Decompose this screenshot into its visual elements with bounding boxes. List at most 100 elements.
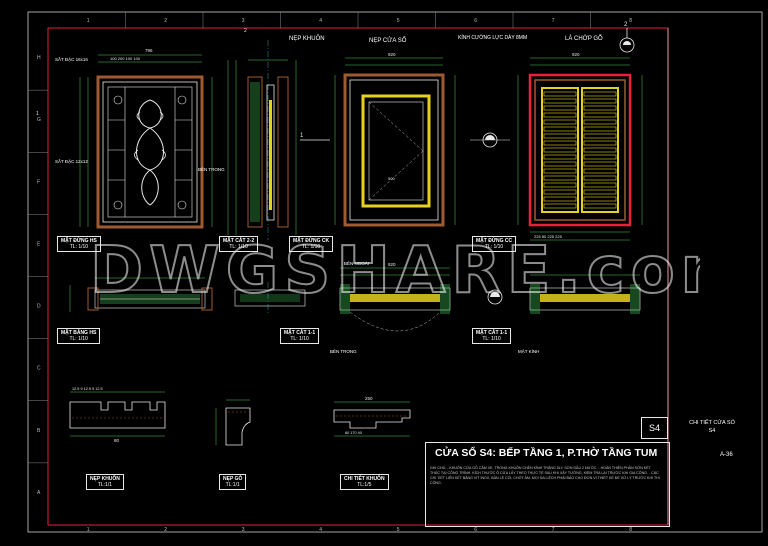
callout-sat-dac-b: SẮT ĐẶC 12x12 bbox=[55, 159, 88, 164]
side-title-line2: S4 bbox=[708, 427, 716, 434]
louver-slat bbox=[583, 133, 617, 139]
callout-nep-cua-so: NẸP CỬA SỔ bbox=[369, 38, 407, 44]
callout-la-chop: LÁ CHỚP GỖ bbox=[565, 36, 603, 42]
louver-slat bbox=[543, 175, 577, 181]
louver-slat bbox=[583, 140, 617, 146]
grid-number-top: 6 bbox=[474, 18, 477, 24]
sheet-number: A-36 bbox=[720, 452, 733, 458]
callout-ben-trong: BÊN TRONG bbox=[198, 167, 225, 172]
svg-text:225 80 225: 225 80 225 225 bbox=[534, 234, 563, 239]
louver-slat bbox=[543, 147, 577, 153]
louver-slat bbox=[583, 98, 617, 104]
louver-slat bbox=[543, 98, 577, 104]
louver-slat bbox=[543, 203, 577, 209]
louver-slat bbox=[543, 105, 577, 111]
grid-letter-left: E bbox=[37, 241, 41, 247]
plan-hs bbox=[69, 277, 213, 312]
grid-number-top: 2 bbox=[164, 18, 167, 24]
svg-text:2: 2 bbox=[244, 28, 247, 34]
callout-nep-khuon: NẸP KHUÔN bbox=[289, 36, 325, 42]
svg-text:920: 920 bbox=[388, 262, 396, 267]
louver-slat bbox=[583, 175, 617, 181]
elevation-cc: 920 225 80 225 225 2 bbox=[517, 22, 643, 241]
grid-letter-left: H bbox=[37, 55, 41, 61]
louver-slat bbox=[583, 91, 617, 97]
svg-text:920: 920 bbox=[388, 52, 396, 57]
grid-number-bottom: 8 bbox=[629, 527, 632, 533]
louver-slat bbox=[543, 112, 577, 118]
louver-slat bbox=[543, 168, 577, 174]
drawing-notes: GHI CHÚ: - KHUÔN CỬA GỖ CĂM XE, TRONG KH… bbox=[430, 466, 660, 485]
louver-slat bbox=[543, 154, 577, 160]
svg-text:250: 250 bbox=[365, 396, 373, 401]
louver-slat bbox=[583, 119, 617, 125]
grid-letter-left: G bbox=[37, 117, 41, 123]
louver-slat bbox=[583, 161, 617, 167]
plan-ck: 920 bbox=[339, 262, 451, 332]
callout-mat-kinh: MẶT KÍNH bbox=[518, 349, 540, 354]
grid-number-bottom: 3 bbox=[242, 527, 245, 533]
svg-text:920: 920 bbox=[572, 52, 580, 57]
louver-slat bbox=[583, 154, 617, 160]
louver-slat bbox=[583, 105, 617, 111]
grid-number-bottom: 6 bbox=[474, 527, 477, 533]
louver-slat bbox=[543, 133, 577, 139]
grid-number-bottom: 2 bbox=[164, 527, 167, 533]
grid-letter-left: A bbox=[37, 490, 41, 496]
callout-ben-ngoai: BÊN NGOÀI bbox=[344, 261, 370, 266]
grid-number-top: 3 bbox=[242, 18, 245, 24]
sheet-outer-border bbox=[27, 11, 763, 533]
svg-text:1: 1 bbox=[36, 111, 39, 117]
callout-sat-dac-a: SẮT ĐẶC 16x16 bbox=[55, 57, 88, 62]
detail-nep-khuon: 12.5 9 12.5 9 12.5 80 bbox=[69, 387, 166, 443]
grid-number-bottom: 7 bbox=[552, 527, 555, 533]
louver-slat bbox=[543, 182, 577, 188]
plan-section-2 bbox=[234, 282, 306, 315]
title-block bbox=[425, 442, 670, 527]
grid-number-bottom: 1 bbox=[87, 527, 90, 533]
grid-number-top: 7 bbox=[552, 18, 555, 24]
louver-slat bbox=[583, 112, 617, 118]
grid-number-top: 8 bbox=[629, 18, 632, 24]
callout-ben-trong-2: BÊN TRONG bbox=[330, 349, 357, 354]
louver-slat bbox=[583, 168, 617, 174]
grid-letter-left: C bbox=[37, 366, 41, 372]
side-title-line1: CHI TIẾT CỬA SỔ bbox=[689, 420, 735, 426]
louver-slat bbox=[543, 126, 577, 132]
plan-cc bbox=[487, 274, 641, 314]
louver-slat bbox=[583, 196, 617, 202]
grid-letter-left: B bbox=[37, 428, 41, 434]
svg-text:100 200 100 100: 100 200 100 100 bbox=[110, 56, 141, 61]
louver-slat bbox=[543, 161, 577, 167]
detail-nep-go bbox=[215, 399, 251, 446]
svg-text:60 170 40: 60 170 40 bbox=[345, 431, 362, 435]
grid-number-top: 1 bbox=[87, 18, 90, 24]
louver-slat bbox=[543, 196, 577, 202]
svg-text:1: 1 bbox=[300, 133, 304, 139]
louver-slat bbox=[583, 126, 617, 132]
louver-slat bbox=[543, 119, 577, 125]
callout-kinh-cuong-luc: KÍNH CƯỜNG LỰC DÀY 8MM bbox=[458, 35, 528, 41]
svg-text:500: 500 bbox=[388, 176, 395, 181]
elevation-ck: 920 500 1 bbox=[300, 52, 510, 227]
louver-slat bbox=[583, 147, 617, 153]
grid-number-top: 5 bbox=[397, 18, 400, 24]
louver-slat bbox=[583, 203, 617, 209]
sheet-code-badge: S4 bbox=[641, 417, 668, 439]
drawing-title: CỬA SỔ S4: BẾP TẦNG 1, P.THỜ TẦNG TUM bbox=[435, 447, 658, 459]
section-2-2 bbox=[227, 40, 297, 240]
louver-slat bbox=[583, 182, 617, 188]
grid-letter-left: D bbox=[37, 304, 41, 310]
